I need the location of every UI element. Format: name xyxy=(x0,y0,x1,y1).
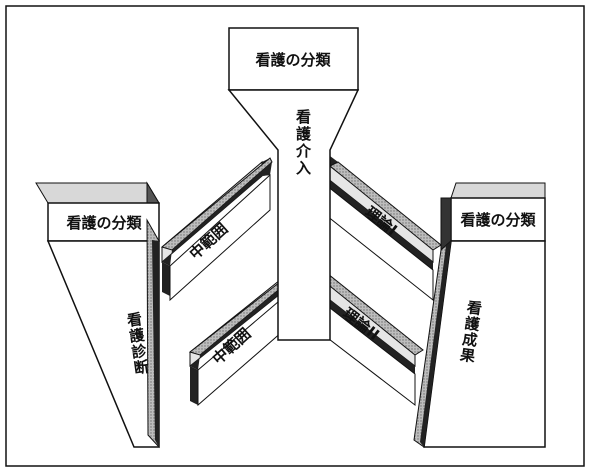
center-block-body xyxy=(227,89,360,341)
connector-left-upper xyxy=(160,157,273,302)
center-block-header-text: 看護の分類 xyxy=(255,51,331,69)
center-block-header xyxy=(228,27,359,91)
right-block-header-text: 看護の分類 xyxy=(460,211,536,229)
connector-right-lower xyxy=(311,268,424,407)
right-block xyxy=(413,182,546,448)
left-block xyxy=(35,181,160,449)
left-block-header-text: 看護の分類 xyxy=(66,214,142,232)
center-block xyxy=(227,27,360,341)
connector-left-lower xyxy=(188,267,301,407)
connector-right-upper xyxy=(321,156,442,302)
diagram-frame xyxy=(5,5,585,467)
left-block-header xyxy=(47,202,160,242)
center-block-body-text: 看護介入 xyxy=(294,108,312,177)
